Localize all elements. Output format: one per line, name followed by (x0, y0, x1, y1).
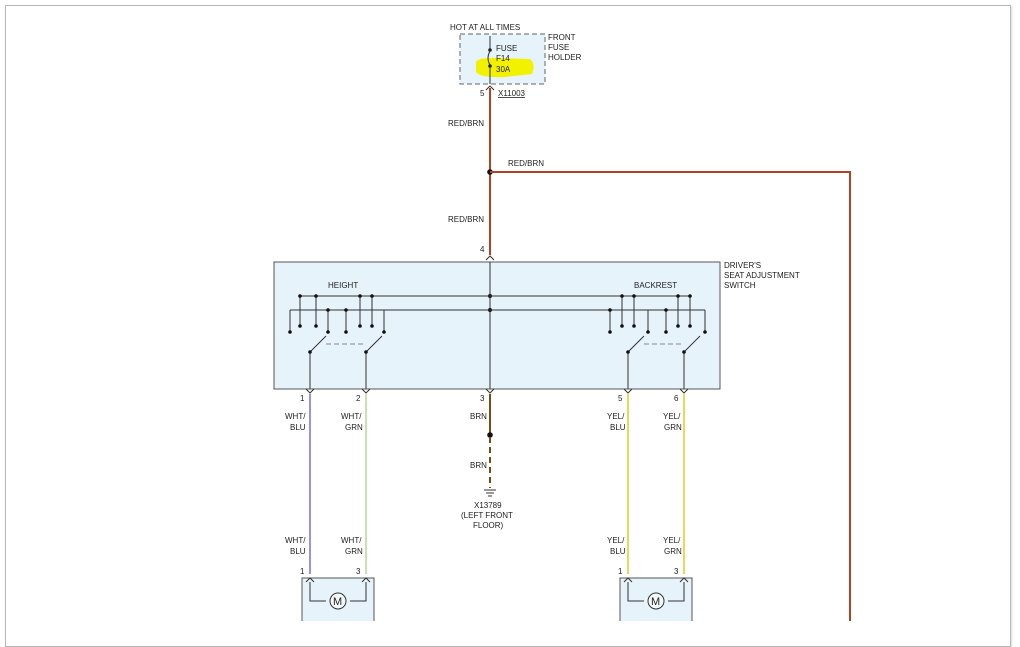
fuse-element (487, 50, 491, 66)
backrest-switch-blades (627, 335, 701, 389)
motor2-wire-b-label-2: GRN (664, 547, 682, 556)
height-blade-pivots (308, 350, 368, 354)
fuse-holder: HOT AT ALL TIMES FUSE F14 30A FRONT FUSE… (450, 23, 582, 98)
pin1-wire-label-a: WHT/ (285, 412, 306, 421)
branch-wire-label: RED/BRN (508, 159, 544, 168)
fuse-rating: 30A (496, 65, 511, 74)
motor1-wire-a-label-1: WHT/ (285, 536, 306, 545)
ground-circuit: BRN BRN X13789 (LEFT FRONT FLOOR) (461, 394, 513, 530)
switch-pin-5: 5 (618, 394, 623, 403)
fuse-terminal-bottom (488, 64, 492, 68)
pin2-wire-label-a: WHT/ (341, 412, 362, 421)
switch-box (273, 261, 721, 390)
fuse-pin-number: 5 (480, 89, 485, 98)
motor1-wire-b-label-1: WHT/ (341, 536, 362, 545)
height-label: HEIGHT (328, 281, 358, 290)
backrest-motor-symbol: M (651, 596, 660, 608)
output-wires: WHT/ BLU WHT/ GRN YEL/ BLU YEL/ GRN WHT/… (285, 394, 685, 574)
pin5-wire-label-a: YEL/ (607, 412, 625, 421)
backrest-motor-pin-3: 3 (674, 567, 679, 576)
pin2-wire-label-b: GRN (345, 423, 363, 432)
backrest-contacts (609, 296, 706, 332)
ground-location-1: (LEFT FRONT (461, 511, 513, 520)
fuse-holder-label-3: HOLDER (548, 53, 582, 62)
seat-adjustment-switch: 4 DRIVER'S SEAT ADJUSTMENT SWITCH HEIGHT… (273, 245, 800, 403)
ground-symbol-icon (484, 489, 496, 497)
motor1-wire-a-label-2: BLU (290, 547, 306, 556)
height-motor-icon (329, 592, 347, 610)
pin6-wire-label-b: GRN (664, 423, 682, 432)
height-motor-pin-3: 3 (356, 567, 361, 576)
branch-wire (490, 171, 851, 621)
switch-input-connector (485, 255, 495, 261)
feed-wire-label: RED/BRN (448, 119, 484, 128)
height-motor-pin-1: 1 (300, 567, 305, 576)
ground-id: X13789 (474, 501, 502, 510)
fuse-holder-label-2: FUSE (548, 43, 569, 52)
backrest-blade-pivots (626, 350, 686, 354)
wiring-diagram: HOT AT ALL TIMES FUSE F14 30A FRONT FUSE… (273, 23, 851, 621)
switch-input-pin: 4 (480, 245, 485, 254)
backrest-motor: 1 3 M (618, 567, 693, 621)
height-motor: 1 3 M (300, 567, 375, 621)
switch-title-1: DRIVER'S (724, 261, 761, 270)
ground-splice (487, 432, 493, 438)
backrest-contact-dots (608, 294, 707, 334)
motor2-wire-b-label-1: YEL/ (663, 536, 681, 545)
pin6-wire-label-a: YEL/ (663, 412, 681, 421)
height-switch-blades (309, 335, 383, 389)
switch-title-3: SWITCH (724, 281, 756, 290)
switch-pin-connectors (305, 388, 689, 394)
motor2-wire-a-label-2: BLU (610, 547, 626, 556)
switch-pin-1: 1 (300, 394, 305, 403)
fuse-id: F14 (496, 54, 510, 63)
pin1-wire-label-b: BLU (290, 423, 306, 432)
ground-location-2: FLOOR) (473, 521, 504, 530)
backrest-motor-pin-1: 1 (618, 567, 623, 576)
fuse-connector-id: X11003 (498, 89, 526, 98)
backrest-motor-icon (647, 592, 665, 610)
switch-pin-2: 2 (356, 394, 361, 403)
pin5-wire-label-b: BLU (610, 423, 626, 432)
power-feed: RED/BRN RED/BRN RED/BRN (448, 88, 851, 621)
feed-lower-wire-label: RED/BRN (448, 215, 484, 224)
motor2-wire-a-label-1: YEL/ (607, 536, 625, 545)
brn-wire-label-lower: BRN (470, 461, 487, 470)
switch-pin-3: 3 (480, 394, 485, 403)
height-motor-symbol: M (333, 596, 342, 608)
switch-title-2: SEAT ADJUSTMENT (724, 271, 800, 280)
brn-wire-label-upper: BRN (470, 412, 487, 421)
switch-pin-6: 6 (674, 394, 679, 403)
hot-at-all-times-label: HOT AT ALL TIMES (450, 23, 520, 32)
height-motor-connectors (305, 577, 371, 602)
fuse-terminal-top (488, 48, 492, 52)
backrest-motor-connectors (623, 577, 689, 602)
fuse-name: FUSE (496, 44, 517, 53)
backrest-label: BACKREST (634, 281, 677, 290)
fuse-holder-label-1: FRONT (548, 33, 576, 42)
motor1-wire-b-label-2: GRN (345, 547, 363, 556)
fuse-connector-symbol (485, 85, 495, 91)
height-contacts (289, 296, 385, 332)
height-contact-dots (288, 294, 386, 334)
